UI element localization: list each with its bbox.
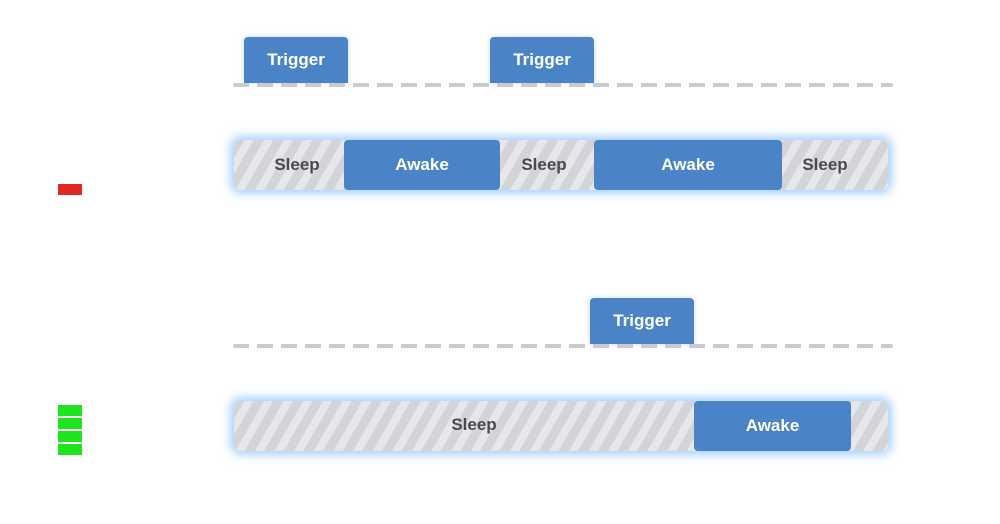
green-indicator-segment [58, 405, 82, 416]
awake-segment: Awake [344, 140, 500, 190]
awake-segment: Awake [694, 401, 851, 451]
green-indicator-segment [58, 444, 82, 455]
trigger-block: Trigger [244, 37, 348, 83]
sleep-segment-label: Sleep [274, 155, 320, 174]
trigger-block: Trigger [490, 37, 594, 83]
green-indicator-icon [58, 405, 82, 457]
sleep-segment-label: Sleep [521, 155, 567, 174]
sleep-segment-label: Sleep [802, 155, 848, 174]
green-indicator-segment [58, 431, 82, 442]
green-indicator-segment [58, 418, 82, 429]
trigger-timeline [233, 83, 893, 87]
sleep-segment-label: Sleep [451, 415, 497, 434]
trigger-block: Trigger [590, 298, 694, 344]
trigger-timeline [233, 344, 893, 348]
red-indicator-icon [58, 184, 82, 195]
awake-segment: Awake [594, 140, 782, 190]
